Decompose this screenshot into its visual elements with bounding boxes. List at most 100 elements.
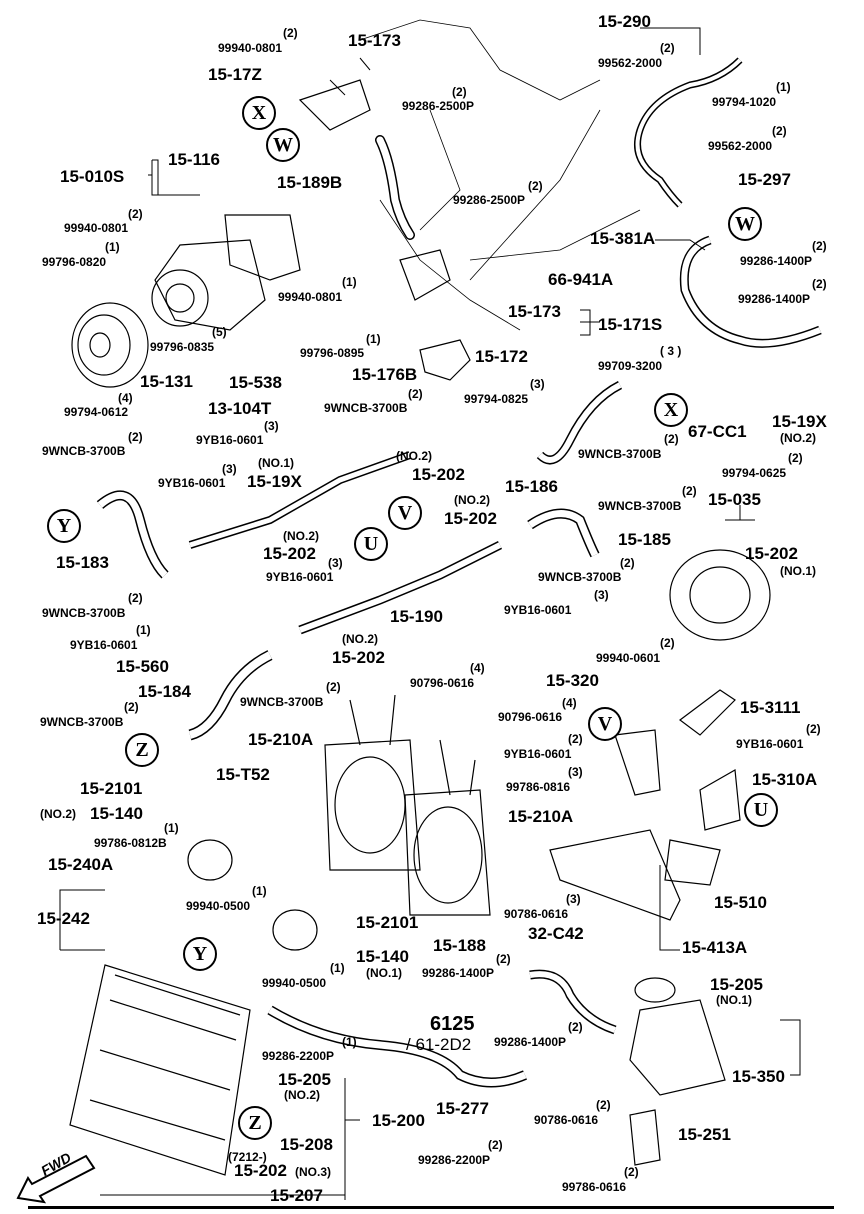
qty-99286-2500P-b: (2) <box>528 179 543 193</box>
label-90786-0616-a: 90786-0616 <box>504 907 569 921</box>
water-pump <box>151 214 301 331</box>
label-9YB16-0601-f: 9YB16-0601 <box>504 747 572 761</box>
label-67-CC1: 67-CC1 <box>688 422 747 441</box>
fan-blade-no2 <box>187 839 233 881</box>
label-99796-0820: 99796-0820 <box>42 255 107 269</box>
qty-99794-1020: (1) <box>776 80 791 94</box>
label-15-277: 15-277 <box>436 1099 489 1118</box>
label-99286-2200P-b: 99286-2200P <box>418 1153 491 1167</box>
label-15-350: 15-350 <box>732 1067 785 1086</box>
label-66-941A: 66-941A <box>548 270 614 289</box>
label-15-17Z: 15-17Z <box>208 65 262 84</box>
label-99796-0835: 99796-0835 <box>150 340 215 354</box>
qty-9YB16-0601-e: (1) <box>136 623 151 637</box>
qty-15-140-b: (NO.1) <box>366 966 402 980</box>
label-15-202-b: 15-202 <box>444 509 497 528</box>
label-9YB16-0601-a: 9YB16-0601 <box>196 433 264 447</box>
qty-99786-0816: (3) <box>568 765 583 779</box>
label-15-538: 15-538 <box>229 373 282 392</box>
radiator <box>69 964 251 1176</box>
qty-9WNCB-3700B-a: (2) <box>408 387 423 401</box>
fan-blade-no1 <box>272 909 318 951</box>
qty-15-202-d: (NO.2) <box>283 529 319 543</box>
reservoir-tank-15-350 <box>629 977 726 1096</box>
qty-99940-0801-b: (2) <box>128 207 143 221</box>
fwd-arrow-icon <box>16 1154 96 1204</box>
bracket-15-510 <box>664 839 721 886</box>
label-15-186: 15-186 <box>505 477 558 496</box>
label-9WNCB-3700B-d: 9WNCB-3700B <box>598 499 682 513</box>
label-9WNCB-3700B-f: 9WNCB-3700B <box>538 570 622 584</box>
qty-99796-0895: (1) <box>366 332 381 346</box>
label-15-140-a: 15-140 <box>90 804 143 823</box>
qty-99786-0616: (2) <box>624 1165 639 1179</box>
label-13-104T: 13-104T <box>208 399 272 418</box>
qty-9YB16-0601-f: (2) <box>568 732 583 746</box>
qty-9WNCB-3700B-e: (2) <box>128 591 143 605</box>
qty-99286-1400P-a: (2) <box>812 239 827 253</box>
qty-15-202-c: (NO.1) <box>780 564 816 578</box>
qty-99562-2000-b: (2) <box>772 124 787 138</box>
qty-90786-0616-a: (3) <box>566 892 581 906</box>
label-15-242: 15-242 <box>37 909 90 928</box>
engine-outline <box>359 19 641 331</box>
label-99286-1400P-b: 99286-1400P <box>738 292 811 306</box>
label-99286-2200P-a: 99286-2200P <box>262 1049 335 1063</box>
label-99794-0825: 99794-0825 <box>464 392 529 406</box>
callout-x-2: X <box>654 393 688 427</box>
label-99794-1020: 99794-1020 <box>712 95 777 109</box>
label-9WNCB-3700B-e: 9WNCB-3700B <box>42 606 126 620</box>
label-15-010S: 15-010S <box>60 167 125 186</box>
qty-15-202-a: (NO.2) <box>396 449 432 463</box>
qty-99286-2200P-a: (1) <box>342 1035 357 1049</box>
label-9YB16-0601-b: 9YB16-0601 <box>158 476 226 490</box>
label-99286-2500P: 99286-2500P <box>402 99 475 113</box>
label-15-381A: 15-381A <box>590 229 656 248</box>
qty-9WNCB-3700B-c: (2) <box>664 432 679 446</box>
label-15-205-b: 15-205 <box>278 1070 331 1089</box>
qty-99286-1400P-b: (2) <box>812 277 827 291</box>
label-99709-3200: 99709-3200 <box>598 359 663 373</box>
label-15-188: 15-188 <box>433 936 486 955</box>
label-15-202-e: 15-202 <box>332 648 385 667</box>
qty-15-202-f: (NO.3) <box>295 1165 331 1179</box>
label-99940-0601: 99940-0601 <box>596 651 661 665</box>
label-15-210A-l: 15-210A <box>248 730 314 749</box>
label-15-510: 15-510 <box>714 893 767 912</box>
qty-9WNCB-3700B-f: (2) <box>620 556 635 570</box>
label-15-176B: 15-176B <box>352 365 418 384</box>
reference-subpage: / 61-2D2 <box>406 1035 472 1054</box>
label-9WNCB-3700B-c: 9WNCB-3700B <box>578 447 662 461</box>
label-99794-0612: 99794-0612 <box>64 405 129 419</box>
fan-shroud-right <box>404 739 491 916</box>
label-9WNCB-3700B-g: 9WNCB-3700B <box>240 695 324 709</box>
label-15-190: 15-190 <box>390 607 443 626</box>
label-15-560: 15-560 <box>116 657 169 676</box>
label-9YB16-0601-d: 9YB16-0601 <box>504 603 572 617</box>
qty-9WNCB-3700B-b: (2) <box>128 430 143 444</box>
qty-9YB16-0601-b: (3) <box>222 462 237 476</box>
label-15-3111: 15-3111 <box>740 698 801 717</box>
label-15-240A: 15-240A <box>48 855 114 874</box>
bottom-rule <box>28 1206 834 1209</box>
qty-90796-0616-a: (4) <box>470 661 485 675</box>
label-15-2101-b: 15-2101 <box>356 913 419 932</box>
label-15-413A: 15-413A <box>682 938 748 957</box>
label-90796-0616-b: 90796-0616 <box>498 710 563 724</box>
qty-15-19X-l: (NO.1) <box>258 456 294 470</box>
label-99786-0816: 99786-0816 <box>506 780 571 794</box>
qty-99794-0625: (2) <box>788 451 803 465</box>
qty-9YB16-0601-d: (3) <box>594 588 609 602</box>
label-32-C42: 32-C42 <box>528 924 584 943</box>
qty-99796-0835: (5) <box>212 325 227 339</box>
label-99562-2000-a: 99562-2000 <box>598 56 663 70</box>
label-99286-1400P-d: 99286-1400P <box>494 1035 567 1049</box>
qty-9WNCB-3700B-g: (2) <box>326 680 341 694</box>
qty-9WNCB-3700B-d: (2) <box>682 484 697 498</box>
qty-99940-0601: (2) <box>660 636 675 650</box>
label-15-202-f: 15-202 <box>234 1161 287 1180</box>
label-9WNCB-3700B-h: 9WNCB-3700B <box>40 715 124 729</box>
qty-15-140-a: (NO.2) <box>40 807 76 821</box>
label-15-173-b: 15-173 <box>508 302 561 321</box>
